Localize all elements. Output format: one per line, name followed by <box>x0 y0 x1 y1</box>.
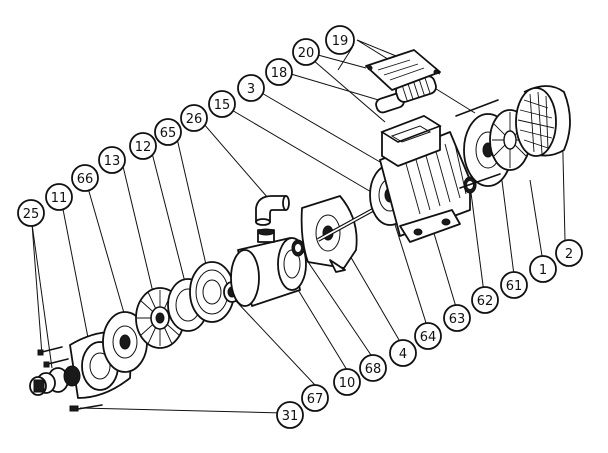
bolt-31 <box>69 404 103 412</box>
callout-31: 31 <box>276 401 304 429</box>
box-cover-19 <box>365 49 441 91</box>
svg-text:65: 65 <box>160 126 177 141</box>
callout-62: 62 <box>471 286 499 314</box>
callouts: 19 20 18 3 15 26 65 12 13 66 11 25 2 1 6… <box>17 25 583 429</box>
svg-text:67: 67 <box>307 392 324 407</box>
fan-cover-2 <box>515 85 571 157</box>
callout-15: 15 <box>208 90 236 118</box>
callout-3: 3 <box>237 74 265 102</box>
svg-text:61: 61 <box>506 279 523 294</box>
diffuser-66 <box>102 311 148 373</box>
svg-text:4: 4 <box>399 347 407 362</box>
svg-text:26: 26 <box>186 112 203 127</box>
svg-text:19: 19 <box>332 34 349 49</box>
callout-25: 25 <box>17 199 45 227</box>
callout-2: 2 <box>555 239 583 267</box>
callout-63: 63 <box>443 304 471 332</box>
callout-64: 64 <box>414 322 442 350</box>
seal-68 <box>291 239 305 257</box>
svg-text:10: 10 <box>339 376 356 391</box>
callout-26: 26 <box>180 104 208 132</box>
svg-text:62: 62 <box>477 294 494 309</box>
svg-text:13: 13 <box>104 154 121 169</box>
callout-68: 68 <box>359 354 387 382</box>
svg-text:11: 11 <box>51 191 68 206</box>
callout-18: 18 <box>265 58 293 86</box>
callout-66: 66 <box>71 164 99 192</box>
svg-text:18: 18 <box>271 66 288 81</box>
svg-text:66: 66 <box>77 172 94 187</box>
svg-text:2: 2 <box>565 247 573 262</box>
svg-text:1: 1 <box>539 263 547 278</box>
shaft-15 <box>317 204 381 242</box>
terminal-box <box>380 115 442 167</box>
svg-text:68: 68 <box>365 362 382 377</box>
callout-61: 61 <box>500 271 528 299</box>
svg-text:15: 15 <box>214 98 231 113</box>
svg-text:64: 64 <box>420 330 437 345</box>
callout-20: 20 <box>292 38 320 66</box>
svg-text:31: 31 <box>282 409 299 424</box>
callout-4: 4 <box>389 339 417 367</box>
seal-ring-65 <box>189 261 235 323</box>
svg-text:25: 25 <box>23 207 40 222</box>
tie-rods <box>455 99 501 189</box>
callout-12: 12 <box>129 132 157 160</box>
callout-13: 13 <box>98 146 126 174</box>
elbow-26 <box>255 195 290 226</box>
svg-text:3: 3 <box>247 82 255 97</box>
svg-text:20: 20 <box>298 46 315 61</box>
callout-11: 11 <box>45 183 73 211</box>
callout-19: 19 <box>325 25 355 55</box>
callout-10: 10 <box>333 368 361 396</box>
callout-67: 67 <box>301 384 329 412</box>
svg-text:12: 12 <box>135 140 152 155</box>
pump-casing-10 <box>230 228 307 307</box>
callout-1: 1 <box>529 255 557 283</box>
callout-65: 65 <box>154 118 182 146</box>
svg-text:63: 63 <box>449 312 466 327</box>
